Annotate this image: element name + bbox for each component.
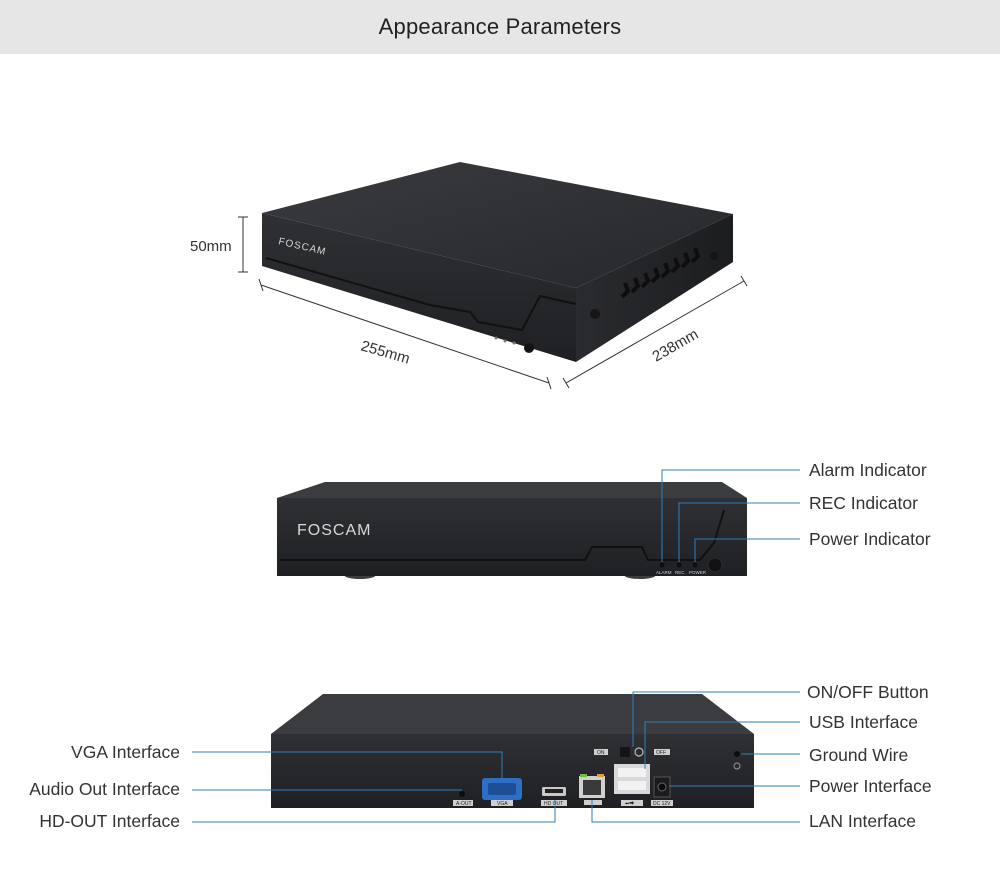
dc-tag: DC 12V [653, 801, 671, 807]
iso-side-face [576, 214, 733, 362]
front-brand-logo: FOSCAM [297, 522, 371, 539]
usb-tag: ⬅⮕ [625, 801, 634, 807]
audio-out-port [459, 791, 465, 797]
aout-tag: A-OUT [456, 801, 472, 807]
device-rear-view: A-OUT VGA HD OUT ON OFF ⬅⮕ DC 12V [29, 682, 931, 831]
iso-power-button [524, 343, 534, 353]
off-tag: OFF [656, 750, 666, 756]
callout-power-interface: Power Interface [809, 776, 932, 796]
callout-onoff-button: ON/OFF Button [807, 682, 929, 702]
iso-top-face [262, 162, 733, 288]
callout-hdout-interface: HD-OUT Interface [39, 811, 180, 831]
iso-screw [710, 252, 718, 260]
callout-power-indicator: Power Indicator [809, 529, 931, 549]
header-bar: Appearance Parameters [0, 0, 1000, 54]
alarm-indicator-light [659, 562, 665, 568]
power-tag: POWER [689, 570, 707, 575]
ground-screw [734, 751, 740, 757]
dim-depth: 238mm [650, 326, 702, 366]
callout-audio-out-interface: Audio Out Interface [29, 779, 180, 799]
alarm-tag: ALARM [656, 570, 672, 575]
iso-screw [590, 309, 600, 319]
on-tag: ON [597, 750, 605, 756]
power-indicator-light [692, 562, 698, 568]
dim-height: 50mm [190, 238, 232, 255]
vga-tag: VGA [497, 801, 508, 807]
front-panel [277, 498, 747, 576]
callout-alarm-indicator: Alarm Indicator [809, 460, 927, 480]
iso-vents [620, 247, 701, 299]
callout-usb-interface: USB Interface [809, 712, 918, 732]
device-front-view: FOSCAM ALARM REC POWER Alarm Indicator R… [277, 460, 931, 579]
page-title: Appearance Parameters [378, 14, 622, 39]
callout-lan-interface: LAN Interface [809, 811, 916, 831]
rec-tag: REC [675, 570, 685, 575]
callout-ground-wire: Ground Wire [809, 745, 908, 765]
callout-rec-indicator: REC Indicator [809, 493, 918, 513]
dim-width: 255mm [359, 338, 412, 368]
on-off-switch [620, 747, 630, 757]
device-isometric: FOSCAM 50mm 255mm 238mm [190, 162, 748, 390]
hdout-tag: HD OUT [544, 801, 563, 807]
callout-vga-interface: VGA Interface [71, 742, 180, 762]
front-power-button [707, 557, 723, 573]
rec-indicator-light [676, 562, 682, 568]
